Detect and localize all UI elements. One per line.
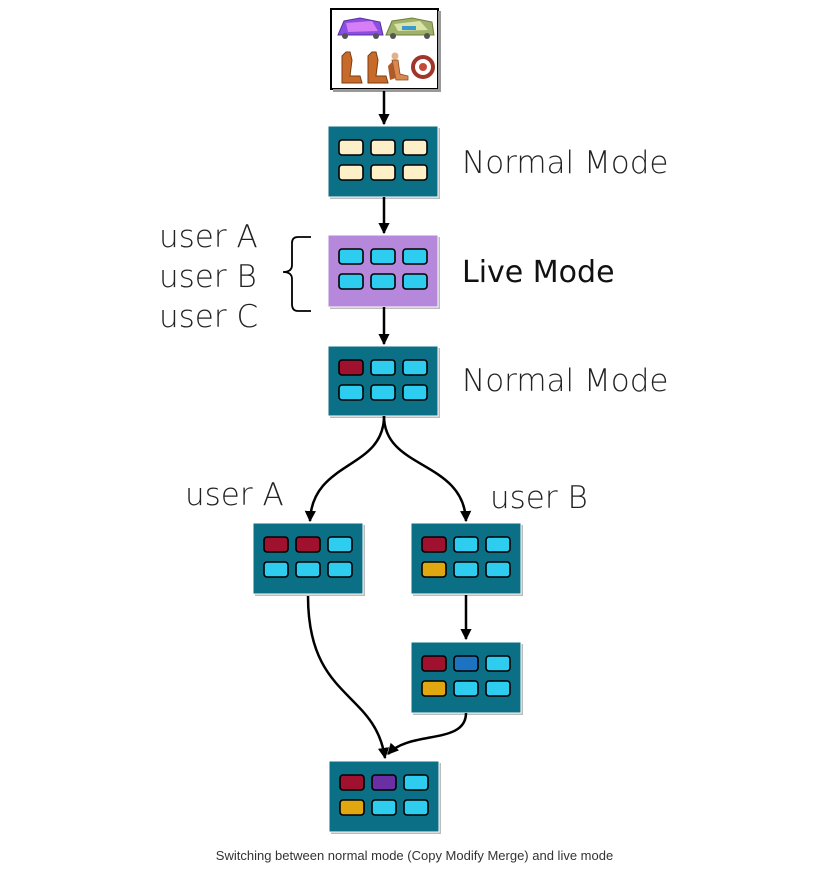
- live-user-c-label: user C: [159, 299, 258, 335]
- panel-cell: [421, 561, 447, 578]
- panel-cell: [371, 774, 397, 791]
- curly-bracket: [282, 236, 311, 312]
- panel-cell: [402, 139, 428, 156]
- panel-cell: [371, 799, 397, 816]
- panel-cell: [453, 655, 479, 672]
- panel-cell: [485, 680, 511, 697]
- panel-cell: [421, 655, 447, 672]
- workflow-diagram: Normal Mode Live Mode Normal Mode user A…: [159, 8, 668, 834]
- car-body-icon: [337, 17, 384, 39]
- branch-user-a-label: user A: [185, 477, 284, 513]
- panels: [252, 125, 523, 834]
- normal-mode-label-2: Normal Mode: [462, 363, 668, 399]
- panel-cell: [370, 273, 396, 290]
- arrow-user-b-2-to-merge: [387, 712, 468, 755]
- panel-cell: [402, 384, 428, 401]
- figure-caption: Switching between normal mode (Copy Modi…: [215, 848, 614, 863]
- live-user-a-label: user A: [159, 219, 258, 255]
- panel-cell: [327, 561, 353, 578]
- panel-cell: [339, 774, 365, 791]
- panel-cell: [263, 561, 289, 578]
- panel-cell: [295, 561, 321, 578]
- connectors: [304, 91, 472, 760]
- panel-user-b-1: [410, 522, 523, 596]
- panel-cell: [338, 359, 364, 376]
- panel-cell: [338, 139, 364, 156]
- panel-cell: [338, 164, 364, 181]
- panel-cell: [421, 680, 447, 697]
- panel-cell: [370, 164, 396, 181]
- panel-normal-1: [327, 125, 440, 199]
- panel-cell: [370, 359, 396, 376]
- panel-cell: [402, 164, 428, 181]
- panel-cell: [403, 774, 429, 791]
- panel-cell: [338, 248, 364, 265]
- panel-cell: [485, 536, 511, 553]
- panel-user-a: [252, 522, 365, 596]
- panel-cell: [370, 384, 396, 401]
- panel-normal-2: [327, 345, 440, 418]
- normal-mode-label: Normal Mode: [462, 145, 668, 181]
- panel-cell: [421, 536, 447, 553]
- panel-cell: [263, 536, 289, 553]
- panel-cell: [402, 273, 428, 290]
- live-user-b-label: user B: [159, 259, 257, 295]
- panel-live: [327, 234, 440, 309]
- panel-cell: [338, 273, 364, 290]
- panel-cell: [338, 384, 364, 401]
- panel-cell: [370, 139, 396, 156]
- seat-icon: [341, 51, 363, 84]
- arrow-normal-to-user-b: [382, 415, 472, 523]
- panel-cell: [403, 799, 429, 816]
- arrow-normal-to-user-a: [304, 415, 386, 523]
- panel-cell: [485, 561, 511, 578]
- panel-merged: [328, 760, 441, 834]
- live-mode-label: Live Mode: [462, 255, 615, 290]
- arrow-user-a-to-merge: [306, 595, 390, 760]
- car-frame-icon: [385, 17, 435, 39]
- panel-cell: [453, 536, 479, 553]
- panel-user-b-2: [410, 641, 523, 715]
- panel-cell: [453, 680, 479, 697]
- branch-user-b-label: user B: [490, 480, 588, 516]
- panel-cell: [485, 655, 511, 672]
- panel-cell: [402, 248, 428, 265]
- steering-wheel-icon: [411, 55, 435, 79]
- panel-cell: [453, 561, 479, 578]
- panel-cell: [402, 359, 428, 376]
- product-image: [330, 8, 441, 92]
- driver-icon: [388, 52, 409, 81]
- seat-icon: [367, 51, 389, 84]
- panel-cell: [339, 799, 365, 816]
- panel-cell: [370, 248, 396, 265]
- panel-cell: [327, 536, 353, 553]
- panel-cell: [295, 536, 321, 553]
